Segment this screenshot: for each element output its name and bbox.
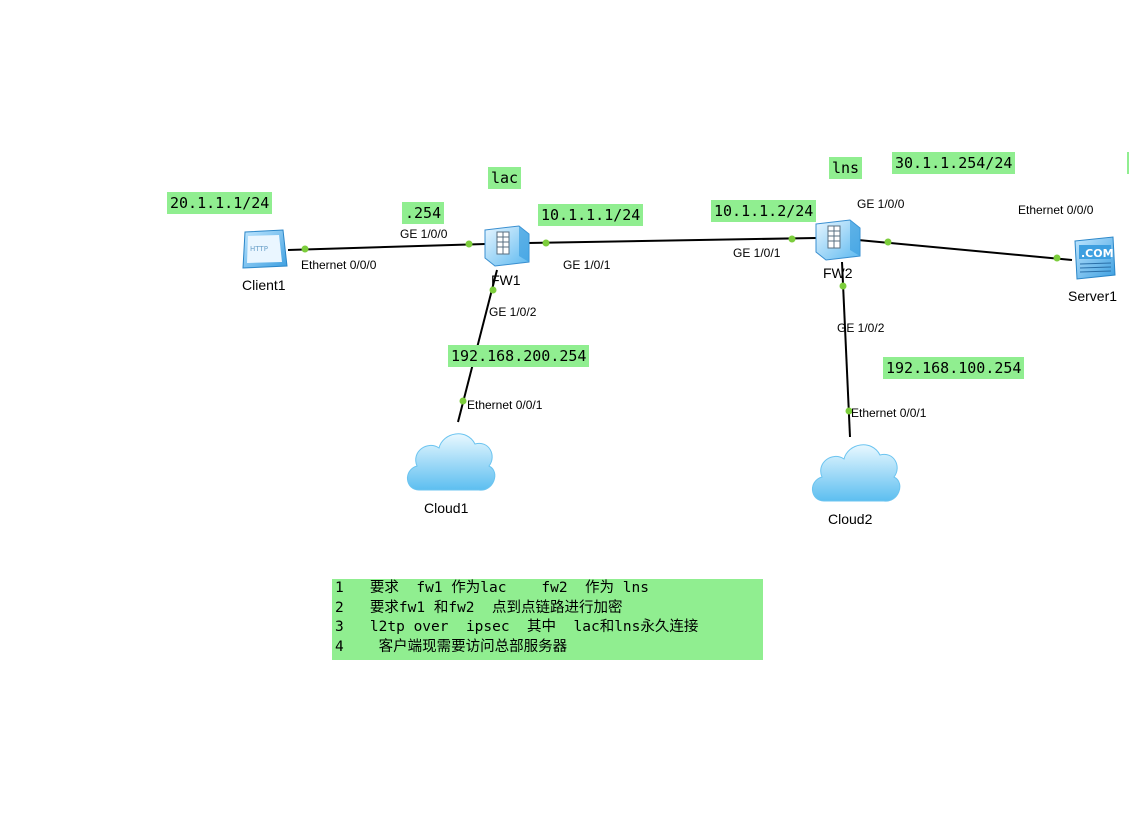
label-cloud1-net: 192.168.200.254: [448, 345, 590, 367]
link-fw1-fw2[interactable]: [527, 237, 817, 244]
requirements-note: 1 要求 fw1 作为lac fw2 作为 lns 2 要求fw1 和fw2 点…: [332, 579, 763, 660]
link-fw2-server1[interactable]: [857, 239, 1073, 261]
note-line: 3 l2tp over ipsec 其中 lac和lns永久连接: [335, 619, 699, 635]
port-label-cloud2-eth: Ethernet 0/0/1: [851, 406, 927, 420]
port-dots: [301, 235, 1061, 415]
link-client1-fw1[interactable]: [287, 243, 486, 251]
note-line: 4 客户端现需要访问总部服务器: [335, 638, 568, 655]
label-cloud2-net: 192.168.100.254: [883, 357, 1025, 379]
cloud-icon[interactable]: [407, 433, 496, 491]
note-line: 2 要求fw1 和fw2 点到点链路进行加密: [335, 599, 623, 616]
device-name-cloud1: Cloud1: [424, 500, 469, 516]
device-name-fw2: FW2: [823, 265, 853, 281]
label-fw2-role: lns: [829, 157, 863, 179]
edge-highlight: [1127, 152, 1129, 174]
port-label-fw2-ge100: GE 1/0/0: [857, 197, 905, 211]
port-label-fw1-ge102: GE 1/0/2: [489, 305, 537, 319]
device-name-client1: Client1: [242, 277, 286, 293]
label-fw1-role: lac: [488, 167, 522, 189]
label-fw2-ge101-ip: 10.1.1.2/24: [711, 200, 817, 222]
svg-text:.COM: .COM: [1081, 247, 1114, 260]
label-client-ip: 20.1.1.1/24: [167, 192, 273, 214]
firewall-icon[interactable]: [484, 225, 530, 267]
note-line: 1 要求 fw1 作为lac fw2 作为 lns: [335, 580, 649, 596]
device-name-fw1: FW1: [491, 272, 521, 288]
label-fw1-ge100-ip: .254: [402, 202, 445, 224]
svg-text:HTTP: HTTP: [250, 245, 268, 253]
http-client-icon[interactable]: HTTP: [242, 229, 288, 269]
firewall-icon[interactable]: [815, 219, 861, 261]
port-label-fw2-ge101: GE 1/0/1: [733, 246, 781, 260]
port-label-cloud1-eth: Ethernet 0/0/1: [467, 398, 543, 412]
device-name-server1: Server1: [1068, 288, 1118, 304]
device-name-cloud2: Cloud2: [828, 511, 873, 527]
dns-server-icon[interactable]: .COM: [1074, 236, 1116, 280]
label-fw1-ge101-ip: 10.1.1.1/24: [538, 204, 644, 226]
label-server-net: 30.1.1.254/24: [892, 152, 1016, 174]
port-label-fw1-ge101: GE 1/0/1: [563, 258, 611, 272]
port-label-fw2-ge102: GE 1/0/2: [837, 321, 885, 335]
port-label-client1-eth: Ethernet 0/0/0: [301, 258, 377, 272]
cloud-icon[interactable]: [812, 444, 901, 502]
port-label-fw1-ge100: GE 1/0/0: [400, 227, 448, 241]
port-label-server1-eth: Ethernet 0/0/0: [1018, 203, 1094, 217]
